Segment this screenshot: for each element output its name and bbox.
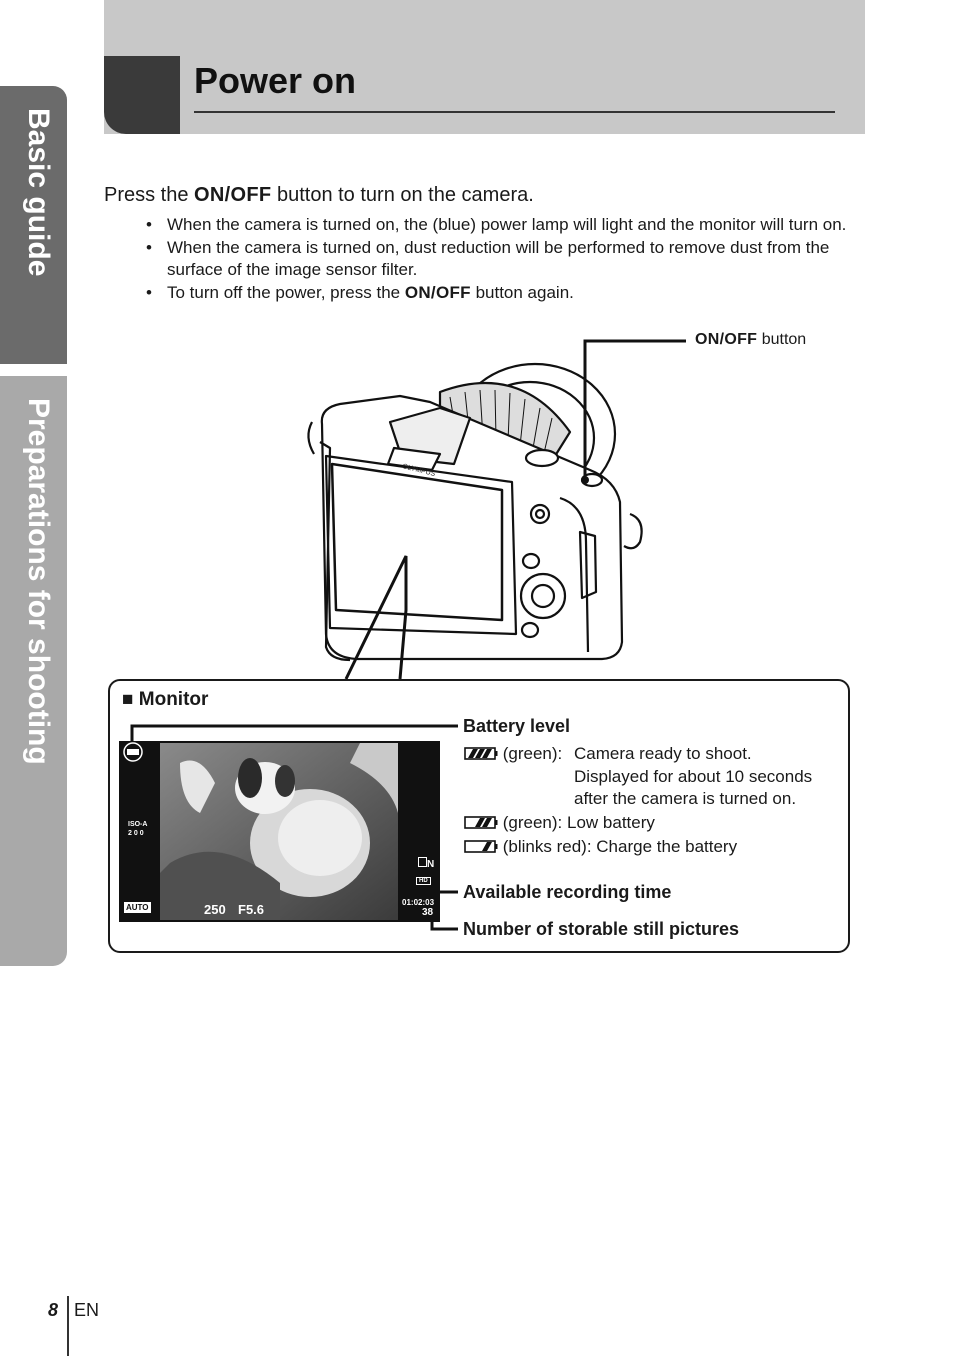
lcd-movie-mode: HD [416,877,431,885]
callout-suffix: button [757,331,806,348]
lcd-quality-value: N [427,859,434,870]
bullet-dot: • [146,237,152,260]
battery-full-icon [122,742,144,762]
lcd-shutter: 250 [204,902,226,917]
lcd-wb: AUTO [124,902,151,913]
on-off-button-name: ON/OFF [194,184,271,206]
battery-description: Charge the battery [596,837,737,856]
battery-row-full-note-2: after the camera is turned on. [574,789,796,809]
battery-empty-icon [464,839,498,853]
footer-divider [67,1296,69,1356]
monitor-heading-text: Monitor [139,689,209,710]
list-item: • When the camera is turned on, dust redu… [146,237,866,282]
list-item: • When the camera is turned on, the (blue… [146,214,866,237]
storable-pictures-callout: Number of storable still pictures [463,919,739,940]
battery-row-empty: (blinks red): Charge the battery [464,837,737,857]
battery-row-low: (green): Low battery [464,813,655,833]
heading-marker: ■ [122,689,133,710]
lcd-size-icon [418,857,427,867]
recording-time-callout: Available recording time [463,882,671,903]
lcd-iso-value: 200 [128,829,147,838]
camera-illustration: OLYMPUS [290,352,670,682]
lcd-recording-time: 01:02:03 [402,898,434,907]
battery-state: (green): [503,813,563,832]
callout-button-name: ON/OFF [695,331,757,348]
bullet-text-pre: To turn off the power, press the [167,283,405,302]
intro-pre: Press the [104,184,194,206]
bullet-list: • When the camera is turned on, the (blue… [146,214,866,304]
bullet-dot: • [146,214,152,237]
battery-description: Low battery [567,813,655,832]
lcd-picture-count: 38 [422,907,433,918]
bullet-text-post: button again. [471,283,574,302]
battery-row-full: (green): Camera ready to shoot. [464,744,562,764]
lcd-battery-indicator [122,742,144,762]
language-code: EN [74,1300,99,1321]
battery-low-icon [464,815,498,829]
list-item: • To turn off the power, press the ON/OFF… [146,282,866,305]
battery-row-full-note-1: Displayed for about 10 seconds [574,767,812,787]
bullet-dot: • [146,282,152,305]
intro-line: Press the ON/OFF button to turn on the c… [104,184,534,207]
bullet-text: When the camera is turned on, the (blue)… [167,215,846,234]
monitor-heading: ■ Monitor [122,689,208,711]
lcd-iso-label: ISO-A [128,820,147,829]
lcd-aperture: F5.6 [238,902,264,917]
page-title: Power on [194,60,356,102]
title-rule [194,111,835,113]
header-marker [104,56,180,134]
battery-description: Camera ready to shoot. [574,744,752,764]
intro-post: button to turn on the camera. [271,184,533,206]
tab-preparations-label: Preparations for shooting [21,398,55,765]
battery-full-icon [464,746,498,760]
bullet-text: When the camera is turned on, dust reduc… [167,238,829,280]
battery-state: (green): [503,744,563,763]
sample-photo [160,743,398,920]
on-off-button-callout: ON/OFF button [695,331,806,349]
tab-basic-guide-label: Basic guide [21,108,55,276]
lcd-quality: N [418,857,434,870]
battery-state: (blinks red): [503,837,592,856]
on-off-button-name: ON/OFF [405,283,471,302]
page-number: 8 [48,1300,58,1321]
battery-level-heading: Battery level [463,716,570,737]
